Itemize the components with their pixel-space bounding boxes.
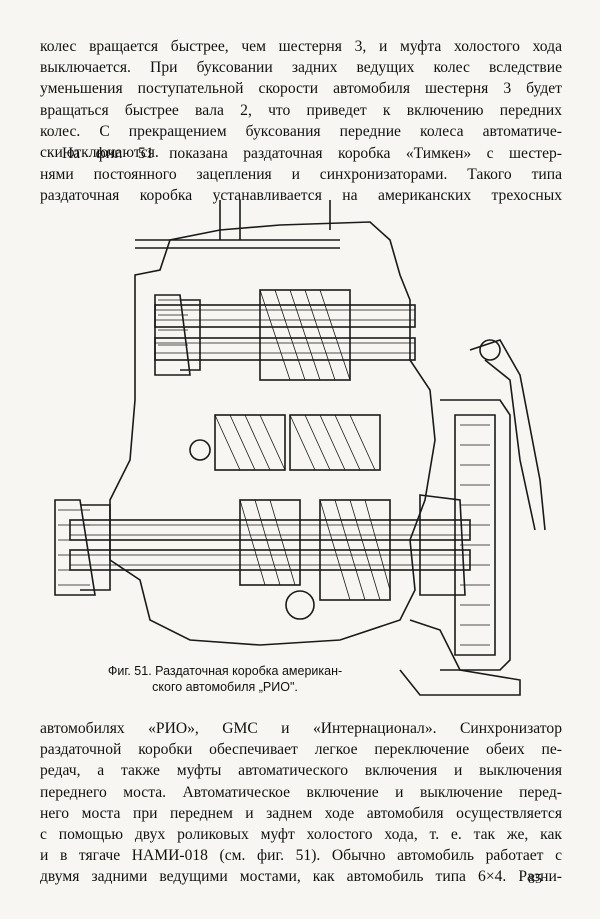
transfer-case-drawing [40, 200, 580, 700]
text-line: него моста при переднем и заднем ходе ав… [40, 804, 562, 822]
caption-line: Фиг. 51. Раздаточная коробка американ- [107, 664, 343, 678]
text-line: колес. С прекращением буксования передни… [40, 122, 562, 140]
text-line: На фиг. 51 показана раздаточная коробка … [62, 145, 562, 162]
text-line: двумя задними ведущими мостами, как авто… [40, 868, 562, 886]
paragraph-synchronizer: автомобилях «РИО», GMC и «Интернационал»… [40, 718, 562, 888]
figure-caption: Фиг. 51. Раздаточная коробка американ- с… [75, 663, 375, 695]
caption-line: ского автомобиля „РИО". [152, 680, 298, 694]
text-line: переднего моста. Автоматическое включени… [40, 783, 562, 801]
text-line: уменьшения поступательной скорости автом… [40, 80, 562, 98]
text-line: раздаточная коробка устанавливается на а… [40, 187, 562, 205]
text-line: ски отключаются. [40, 144, 159, 162]
text-line: и в тягаче НАМИ-018 (см. фиг. 51). Обычн… [40, 847, 562, 865]
text-line: нями постоянного зацепления и синхрониза… [40, 166, 562, 184]
text-line: выключается. При буксовании задних ведущ… [40, 59, 562, 77]
text-line: автомобилях «РИО», GMC и «Интернационал»… [40, 720, 562, 737]
text-line: с помощью двух роликовых муфт холостого … [40, 826, 562, 844]
transfer-case-cross-section-illustration [54, 200, 546, 696]
text-line: редач, а также муфты автоматического вкл… [40, 762, 562, 780]
paragraph-timken: На фиг. 51 показана раздаточная коробка … [40, 143, 562, 207]
text-line: вращаться быстрее вала 2, что приведет к… [40, 101, 562, 119]
text-line: раздаточной коробки обеспечивает легкое … [40, 741, 562, 759]
paragraph-continuation: колес вращается быстрее, чем шестерня 3,… [40, 36, 562, 163]
text-line: колес вращается быстрее, чем шестерня 3,… [40, 38, 562, 55]
page-number: 85 [528, 872, 542, 887]
